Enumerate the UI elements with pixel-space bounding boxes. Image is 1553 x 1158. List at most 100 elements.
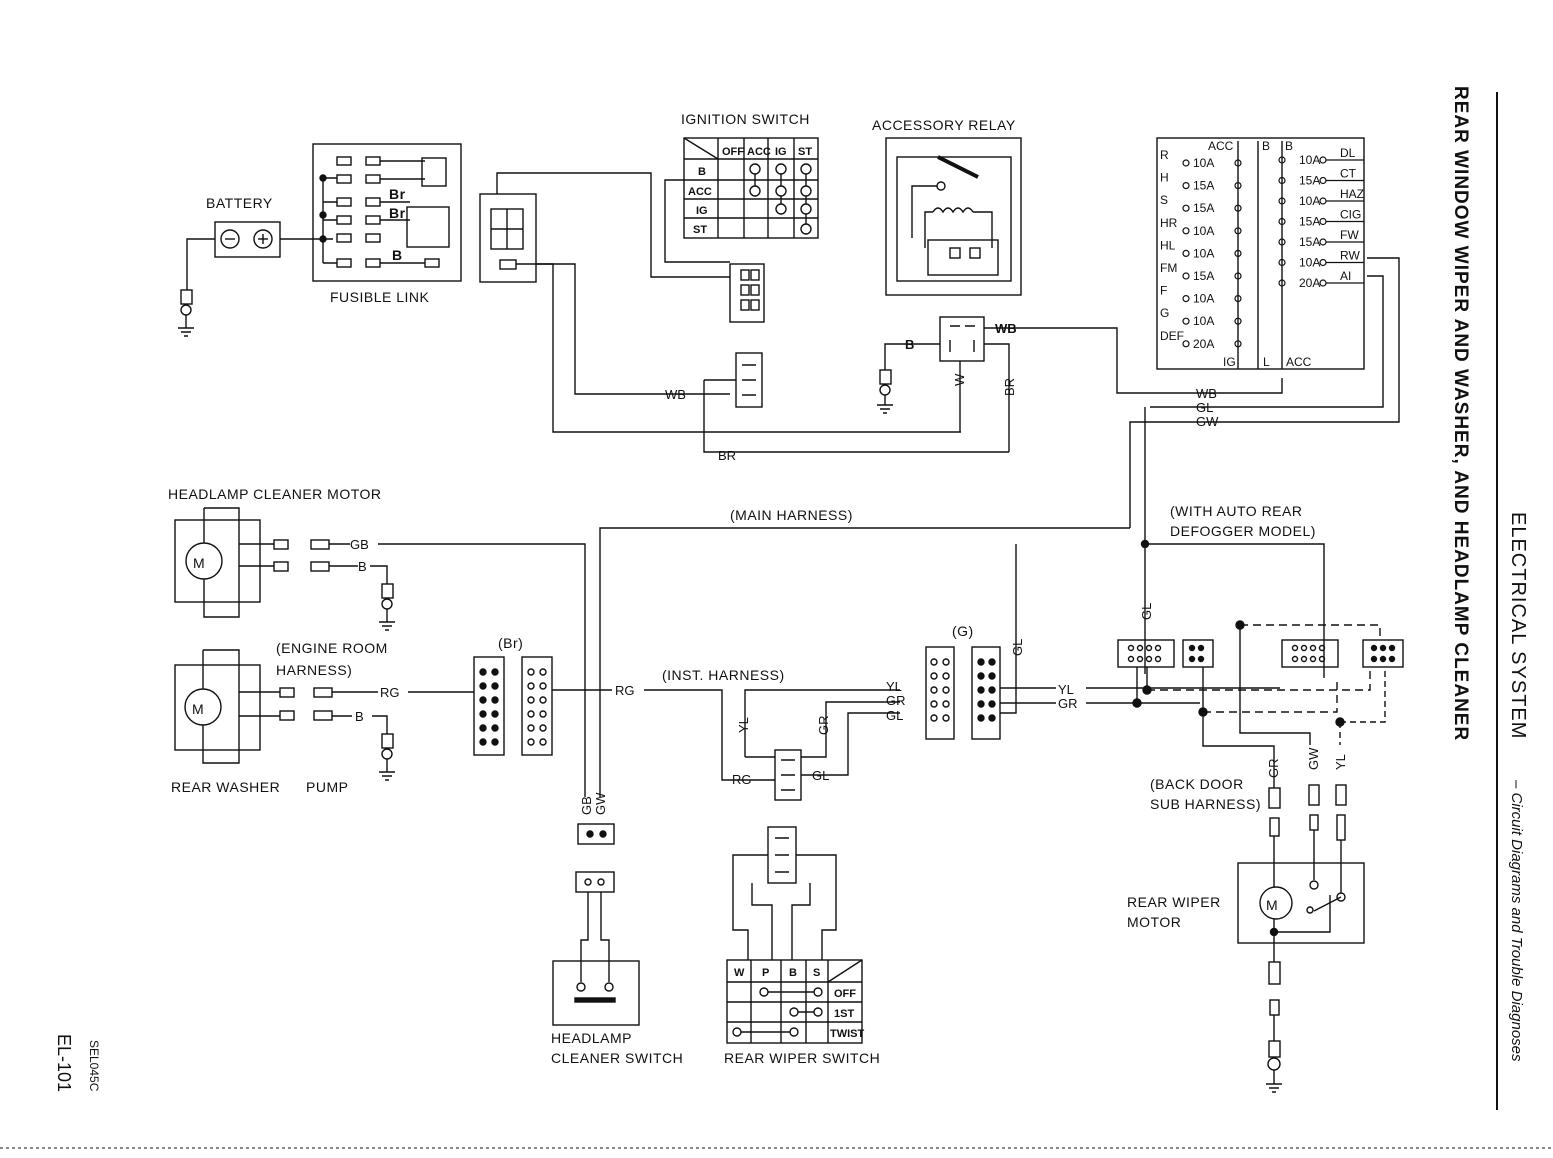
engine-room-harness-2: HARNESS) <box>276 662 352 678</box>
wire-br-relay: BR <box>1002 378 1017 396</box>
fuse-terminal <box>1319 156 1327 164</box>
fuse-terminal <box>1234 182 1242 190</box>
inst-harness-connector <box>744 689 900 801</box>
section-subtitle: – Circuit Diagrams and Trouble Diagnoses <box>1508 779 1525 1062</box>
fuse-terminal <box>1319 279 1327 287</box>
wire-wb-2: WB <box>1196 386 1217 401</box>
fuse-circuit-label: HR <box>1160 216 1178 230</box>
fuse-terminal <box>1234 227 1242 235</box>
accessory-relay <box>885 137 1022 296</box>
wire-wb-1: WB <box>665 387 686 402</box>
fusible-wire-3: B <box>392 247 403 263</box>
fuse-terminal <box>1319 197 1327 205</box>
fuse-circuit-label: CIG <box>1340 208 1361 222</box>
ws-row-off: OFF <box>834 988 856 1000</box>
headlamp-switch-2: CLEANER SWITCH <box>551 1050 683 1066</box>
ws-col-b: B <box>789 967 797 979</box>
wire-br: BR <box>718 448 736 463</box>
battery-label: BATTERY <box>206 195 273 211</box>
fuse-bottom-l: L <box>1263 355 1270 369</box>
fuse-terminal <box>1278 176 1286 185</box>
back-door-connectors <box>1117 620 1404 788</box>
wire-yl-backdoor: YL <box>1333 754 1348 770</box>
ign-row-st: ST <box>693 224 707 236</box>
fuse-rating: 10A <box>1299 153 1320 167</box>
fuse-terminal <box>1319 217 1327 226</box>
fuse-circuit-label: DL <box>1340 146 1356 160</box>
wire-wb-relay: WB <box>995 321 1017 336</box>
wire-rg-2: RG <box>615 683 635 698</box>
fuse-terminal <box>1182 204 1190 212</box>
fuse-circuit-label: AI <box>1340 269 1351 283</box>
fuse-circuit-label: HAZ <box>1340 187 1364 201</box>
wire-gw-backdoor: GW <box>1306 747 1321 770</box>
wire-gw-1: GW <box>1196 414 1219 429</box>
auto-defogger-1: (WITH AUTO REAR <box>1170 503 1302 519</box>
rear-wiper-switch <box>726 826 863 1044</box>
fuse-bottom-acc: ACC <box>1286 355 1312 369</box>
rear-wiper-motor-2: MOTOR <box>1127 914 1181 930</box>
fuse-terminal <box>1234 204 1242 212</box>
wire-b-relay: B <box>905 337 914 352</box>
accessory-relay-label: ACCESSORY RELAY <box>872 117 1016 133</box>
rear-washer-pump-label: PUMP <box>306 779 348 795</box>
fuse-circuit-label: FW <box>1340 228 1359 242</box>
wire-rg-3: RG <box>732 772 752 787</box>
wire-gb: GB <box>350 537 369 552</box>
battery <box>178 221 281 337</box>
fuse-top-b2: B <box>1285 139 1293 153</box>
fuse-circuit-label: H <box>1160 171 1169 185</box>
fuse-rating: 15A <box>1299 235 1320 249</box>
main-harness-label: (MAIN HARNESS) <box>730 507 853 523</box>
rear-washer-pump <box>174 649 474 781</box>
fuse-terminal <box>1278 279 1286 287</box>
fuse-terminal <box>1278 197 1286 205</box>
engine-room-harness-1: (ENGINE ROOM <box>276 640 388 656</box>
fuse-terminal <box>1278 238 1286 246</box>
g-connector-pair <box>925 646 1280 740</box>
rear-wiper-motor-1: REAR WIPER <box>1127 894 1221 910</box>
fuse-rating: 10A <box>1299 194 1320 208</box>
section-heading: ELECTRICAL SYSTEM <box>1507 512 1529 739</box>
fuse-rating: 10A <box>1193 156 1214 170</box>
ws-col-w: W <box>734 967 745 979</box>
wire-gl-vert: GL <box>1010 639 1025 656</box>
fuse-circuit-label: DEF <box>1160 329 1184 343</box>
fuse-bottom-ig: IG <box>1223 355 1236 369</box>
fuse-terminal <box>1278 217 1286 226</box>
wire-gl-2: GL <box>886 708 903 723</box>
wire-w-relay: W <box>952 373 967 386</box>
fuse-circuit-label: CT <box>1340 167 1357 181</box>
wire-gw-vert: GW <box>593 792 608 815</box>
wire-yl-vert: YL <box>736 717 751 733</box>
wire-gr-2: GR <box>1058 696 1078 711</box>
fuse-left-column: R10AH15AS15AHR10AHL10AFM15AF10AG10ADEF20… <box>1160 148 1242 351</box>
rear-wiper-switch-label: REAR WIPER SWITCH <box>724 1050 880 1066</box>
fuse-circuit-label: HL <box>1160 238 1176 252</box>
ignition-switch <box>664 137 819 323</box>
fuse-terminal <box>1182 272 1190 280</box>
fuse-rating: 15A <box>1193 201 1214 215</box>
fusible-link <box>280 143 462 282</box>
fuse-terminal <box>1234 249 1242 257</box>
wire-b-headlamp: B <box>358 559 367 574</box>
rear-washer-label: REAR WASHER <box>171 779 280 795</box>
headlamp-motor-m: M <box>193 555 205 571</box>
fuse-rating: 10A <box>1193 292 1214 306</box>
wire-b-washer: B <box>355 709 364 724</box>
fuse-top-b1: B <box>1262 139 1270 153</box>
fuse-circuit-label: S <box>1160 193 1168 207</box>
ign-row-ig: IG <box>696 205 708 217</box>
fuse-terminal <box>1234 159 1242 167</box>
fuse-terminal <box>1182 182 1190 190</box>
ignition-switch-label: IGNITION SWITCH <box>681 111 810 127</box>
fuse-rating: 20A <box>1299 276 1320 290</box>
wire-gb-vert: GB <box>579 796 594 815</box>
fuse-terminal <box>1319 238 1327 246</box>
fuse-terminal <box>1234 317 1242 325</box>
br-connector-label: (Br) <box>498 635 523 651</box>
fuse-terminal <box>1278 156 1286 164</box>
fuse-terminal <box>1234 272 1242 280</box>
fuse-terminal <box>1182 295 1190 303</box>
